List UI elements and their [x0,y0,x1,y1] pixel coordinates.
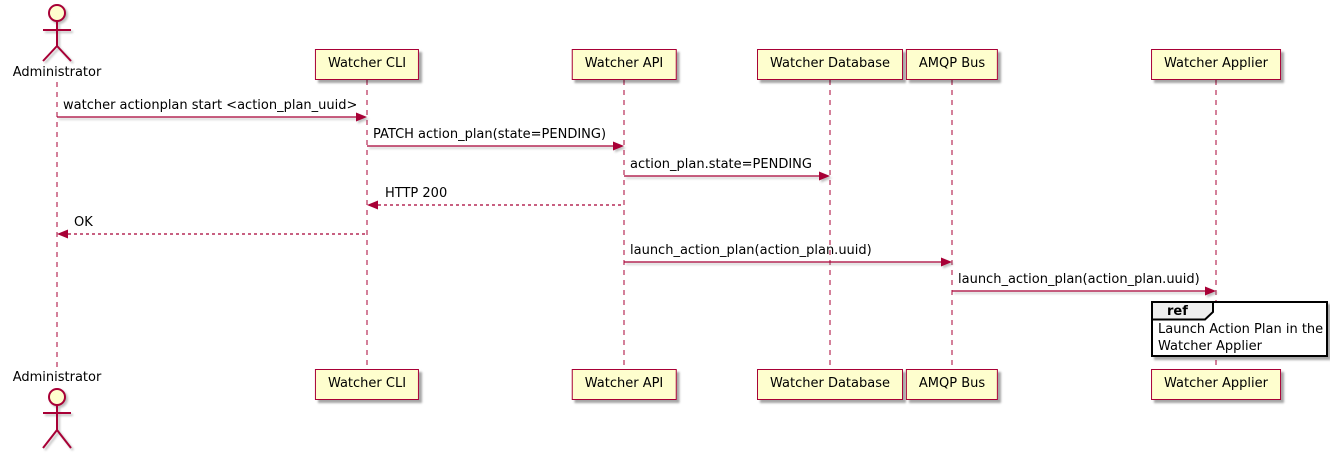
ref-text-line-2: Watcher Applier [1158,339,1262,354]
participant-amqp-bus-top: AMQP Bus [905,49,999,80]
message-arrow-4 [367,200,624,210]
message-arrow-3 [624,171,830,181]
ref-tab-shape [1151,301,1214,321]
participant-watcher-database-top: Watcher Database [757,49,903,80]
participant-watcher-applier-top: Watcher Applier [1151,49,1281,80]
actor-label-bottom: Administrator [12,370,102,385]
message-label-4: HTTP 200 [385,186,448,201]
message-arrow-2 [367,141,624,151]
actor-icon-bottom [42,388,72,449]
actor-label-top: Administrator [12,65,102,80]
message-label-7: launch_action_plan(action_plan.uuid) [958,272,1200,287]
participant-watcher-database-bottom: Watcher Database [757,369,903,400]
participant-watcher-applier-bottom: Watcher Applier [1151,369,1281,400]
message-label-5: OK [74,215,93,230]
participant-watcher-api-top: Watcher API [571,49,677,80]
message-label-3: action_plan.state=PENDING [630,157,812,172]
message-arrow-1 [57,112,367,122]
participant-watcher-cli-bottom: Watcher CLI [314,369,420,400]
message-arrow-5 [57,229,367,239]
ref-keyword: ref [1167,304,1188,319]
message-label-6: launch_action_plan(action_plan.uuid) [630,243,872,258]
message-arrow-7 [952,286,1216,296]
actor-icon-top [42,4,72,62]
message-label-1: watcher actionplan start <action_plan_uu… [63,98,358,113]
participant-watcher-cli-top: Watcher CLI [314,49,420,80]
message-arrow-6 [624,257,952,267]
message-label-2: PATCH action_plan(state=PENDING) [373,127,607,142]
participant-amqp-bus-bottom: AMQP Bus [905,369,999,400]
participant-watcher-api-bottom: Watcher API [571,369,677,400]
ref-fragment: ref Launch Action Plan in the Watcher Ap… [1151,301,1328,357]
ref-text-line-1: Launch Action Plan in the [1158,322,1324,337]
ref-fragment-text: Launch Action Plan in the Watcher Applie… [1158,321,1323,355]
